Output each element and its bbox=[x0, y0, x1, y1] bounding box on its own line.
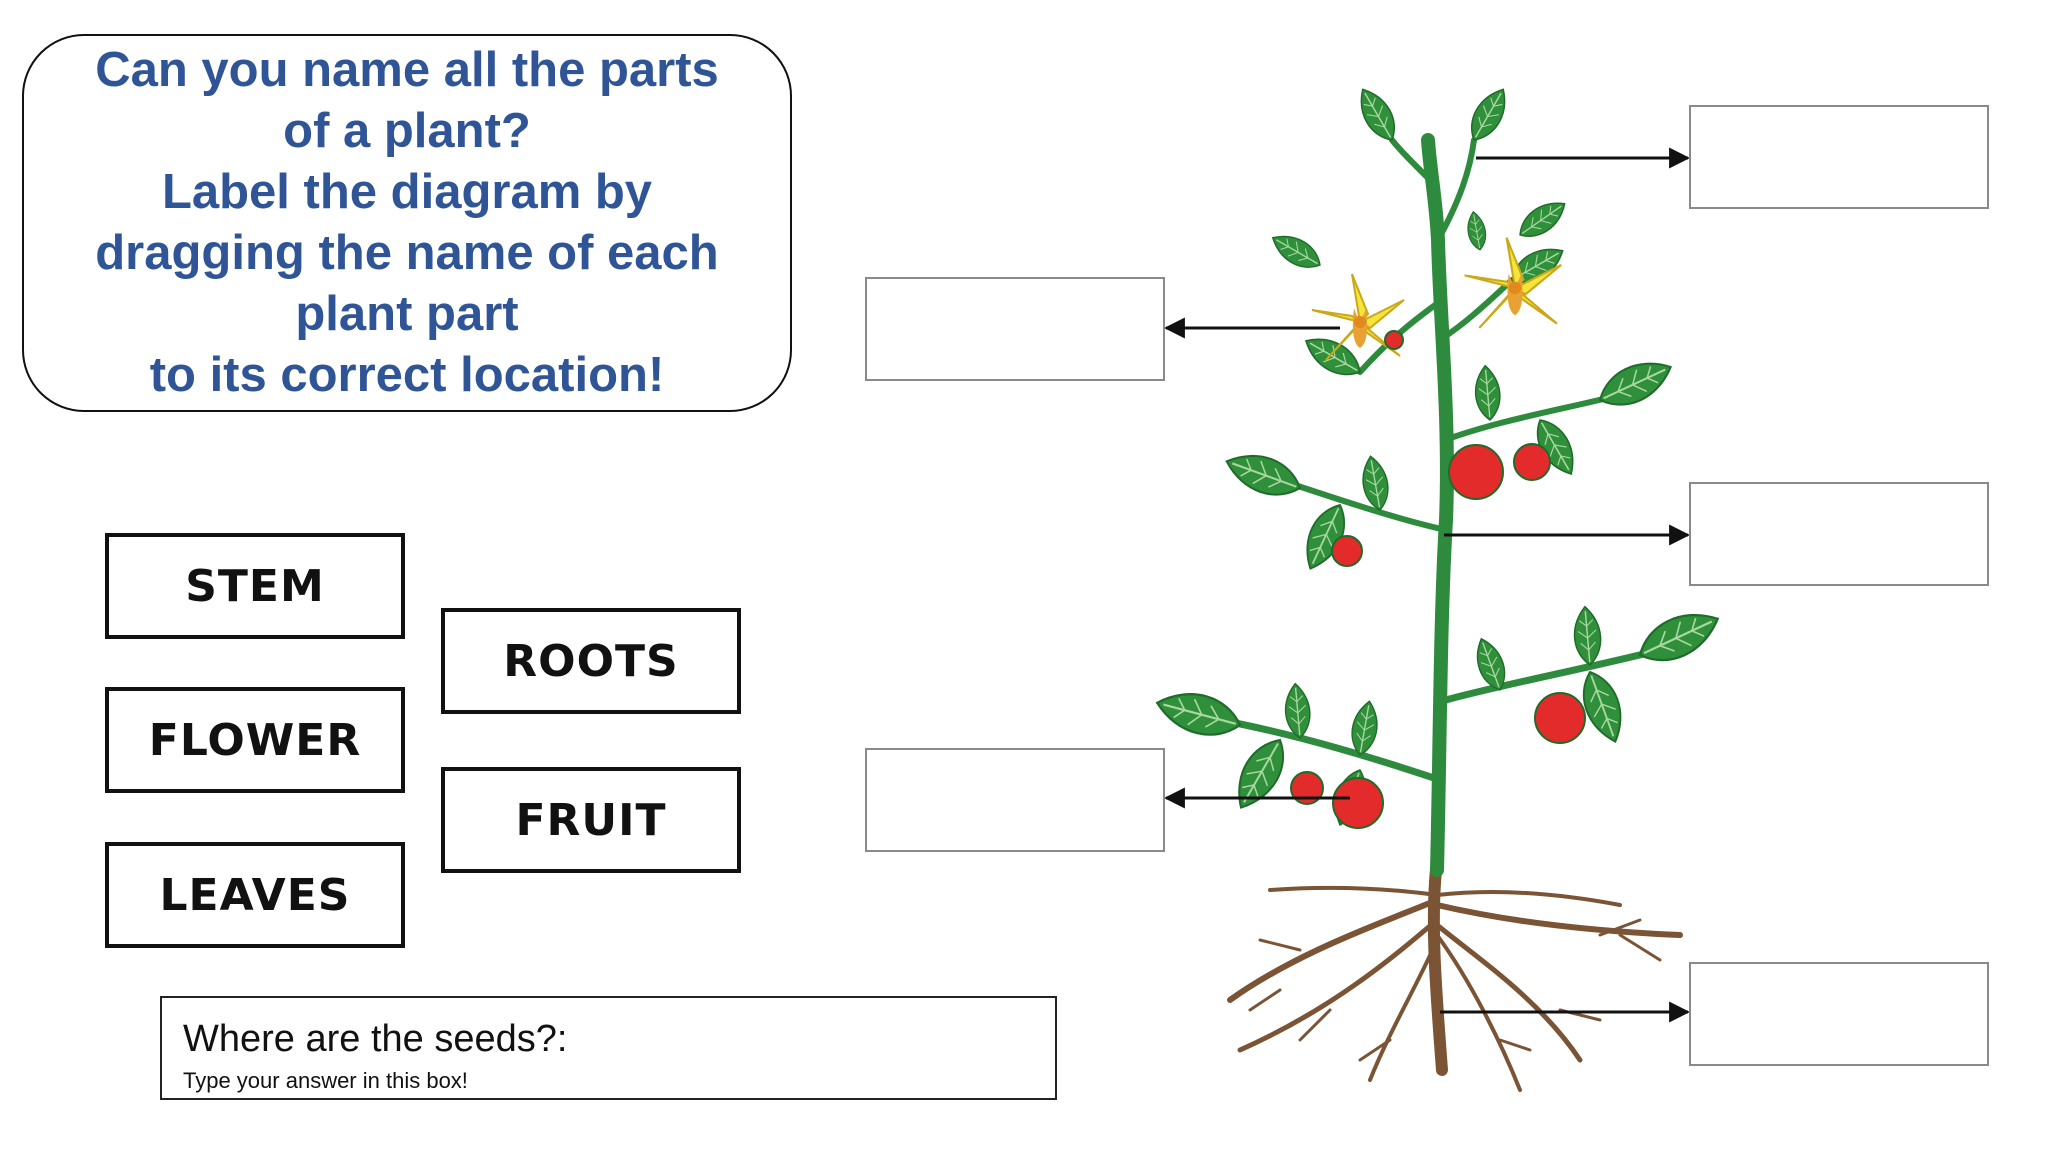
instructions-line: dragging the name of each bbox=[95, 226, 719, 280]
flower-label-card[interactable]: FLOWER bbox=[105, 687, 405, 793]
roots-graphic bbox=[1227, 854, 1683, 1092]
seeds-answer-box: Where are the seeds?: bbox=[160, 996, 1057, 1100]
pointer-arrows bbox=[1163, 147, 1691, 1023]
drop-slot-flower[interactable] bbox=[865, 277, 1165, 381]
drop-slot-fruit[interactable] bbox=[865, 748, 1165, 852]
instructions-line: to its correct location! bbox=[149, 348, 665, 402]
roots-label-card[interactable]: ROOTS bbox=[441, 608, 741, 714]
leaves-label-card[interactable]: LEAVES bbox=[105, 842, 405, 948]
drop-slot-roots[interactable] bbox=[1689, 962, 1989, 1066]
seeds-question-title: Where are the seeds?: bbox=[183, 1018, 568, 1060]
instructions-box: Can you name all the parts of a plant? L… bbox=[22, 34, 792, 412]
instructions-line: plant part bbox=[295, 287, 519, 341]
seeds-answer-input[interactable] bbox=[180, 1068, 1036, 1094]
instructions-line: Label the diagram by bbox=[161, 165, 653, 219]
fruit-graphic bbox=[1290, 330, 1586, 829]
fruit-label-card[interactable]: FRUIT bbox=[441, 767, 741, 873]
drop-slot-top-right[interactable] bbox=[1689, 105, 1989, 209]
instructions-line: of a plant? bbox=[283, 104, 531, 158]
stem-label-card[interactable]: STEM bbox=[105, 533, 405, 639]
instructions-line: Can you name all the parts bbox=[95, 43, 719, 97]
drop-slot-middle-right[interactable] bbox=[1689, 482, 1989, 586]
